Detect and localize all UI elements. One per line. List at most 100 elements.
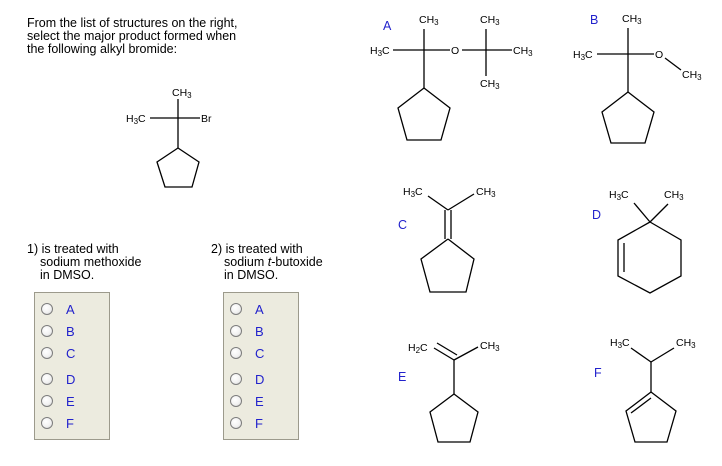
structure-a-tbutyl-methyl-right: CH3 <box>513 45 533 58</box>
structure-a-tbutyl-methyl-top: CH3 <box>480 14 500 27</box>
structure-b-oxygen: O <box>655 49 663 61</box>
structure-f-methyl-left: H3C <box>610 337 630 350</box>
structure-a-ring <box>397 87 451 141</box>
structure-c-methyl-left: H3C <box>403 186 423 199</box>
q1-option-e[interactable]: E <box>41 391 75 411</box>
structure-c-right-methyl-bond <box>447 193 475 211</box>
structure-f-left-methyl-bond <box>630 347 652 363</box>
structure-b-label: B <box>590 13 598 27</box>
q2-radio-b[interactable] <box>230 325 242 337</box>
question-2-line-2: sodium t-butoxide <box>211 256 323 269</box>
q1-option-f-label: F <box>66 415 74 431</box>
structure-b: B CH3 H3C O CH3 <box>573 13 702 144</box>
structure-a: A CH3 H3C O CH3 CH3 CH3 <box>370 14 533 141</box>
q1-option-c[interactable]: C <box>41 343 75 363</box>
q2-option-e-label: E <box>255 393 264 409</box>
q2-option-d[interactable]: D <box>230 369 264 389</box>
question-2-reagent-prefix: sodium <box>224 255 268 269</box>
structure-e: E H2C CH3 <box>398 340 500 443</box>
question-2-line-3: in DMSO. <box>224 268 279 282</box>
question-1-line-1: 1) is treated with <box>27 242 119 256</box>
q1-radio-c[interactable] <box>41 347 53 359</box>
structure-f-methyl-right: CH3 <box>676 337 696 350</box>
structure-f-right-methyl-bond <box>650 347 675 363</box>
q1-option-b-label: B <box>66 323 75 339</box>
structure-e-methylene: H2C <box>408 342 428 355</box>
q1-option-d-label: D <box>66 371 76 387</box>
q2-option-f[interactable]: F <box>230 413 263 433</box>
structure-b-ring <box>601 91 655 144</box>
structure-c-label: C <box>398 218 407 232</box>
q2-radio-c[interactable] <box>230 347 242 359</box>
q2-option-f-label: F <box>255 415 263 431</box>
structure-c: C H3C CH3 <box>398 186 496 293</box>
bromide-top-methyl: CH3 <box>172 87 192 100</box>
structure-d: D H3C CH3 <box>592 189 684 294</box>
structure-d-methyl-right: CH3 <box>664 189 684 202</box>
structure-a-oxygen: O <box>451 45 459 57</box>
structure-f-ring <box>625 391 677 443</box>
q1-radio-b[interactable] <box>41 325 53 337</box>
structure-a-methyl-left: H3C <box>370 45 390 58</box>
prompt-line-1: From the list of structures on the right… <box>27 16 238 30</box>
structure-e-methyl: CH3 <box>480 340 500 353</box>
q2-option-e[interactable]: E <box>230 391 264 411</box>
prompt-line-2: select the major product formed when <box>27 29 237 43</box>
structure-d-right-methyl-bond <box>649 203 669 223</box>
question-1-line-3: in DMSO. <box>40 268 95 282</box>
q2-option-c-label: C <box>255 345 265 361</box>
question-2-reagent-italic: t <box>267 255 272 269</box>
structure-f: F H3C CH3 <box>594 337 696 443</box>
question-2-reagent-suffix: -butoxide <box>271 255 323 269</box>
q1-radio-f[interactable] <box>41 417 53 429</box>
q1-radio-a[interactable] <box>41 303 53 315</box>
bromide-cyclopentane-ring <box>156 147 200 188</box>
question-1-text: 1) is treated with sodium methoxide in D… <box>27 243 141 282</box>
structure-e-ring <box>429 393 479 443</box>
structure-b-methoxy-bond <box>664 57 682 71</box>
structure-e-methyl-bond <box>453 346 479 361</box>
alkyl-bromide-structure: CH3 H3C Br <box>126 87 212 188</box>
structure-a-tbutyl-methyl-bottom: CH3 <box>480 78 500 91</box>
structure-e-double-bond-1 <box>433 347 455 361</box>
structure-c-methyl-right: CH3 <box>476 186 496 199</box>
structure-b-methoxy-methyl: CH3 <box>682 69 702 82</box>
structure-f-ring-double-bond <box>630 397 652 414</box>
q2-radio-a[interactable] <box>230 303 242 315</box>
structure-d-label: D <box>592 208 601 222</box>
question-2-choice-panel: A B C D E F <box>223 292 299 440</box>
q1-option-b[interactable]: B <box>41 321 75 341</box>
q2-option-a[interactable]: A <box>230 299 264 319</box>
q1-option-d[interactable]: D <box>41 369 75 389</box>
question-prompt: From the list of structures on the right… <box>27 17 297 56</box>
structure-b-methyl-top: CH3 <box>622 13 642 26</box>
structure-e-label: E <box>398 370 406 384</box>
bromide-bromine: Br <box>201 113 212 125</box>
q2-radio-e[interactable] <box>230 395 242 407</box>
q2-option-c[interactable]: C <box>230 343 264 363</box>
structure-b-methyl-left: H3C <box>573 49 593 62</box>
structure-d-left-methyl-bond <box>633 202 651 223</box>
q1-option-e-label: E <box>66 393 75 409</box>
q2-option-b-label: B <box>255 323 264 339</box>
structure-c-ring <box>420 238 475 293</box>
q2-radio-f[interactable] <box>230 417 242 429</box>
structure-a-methyl-top: CH3 <box>419 14 439 27</box>
structure-c-left-methyl-bond <box>427 195 449 211</box>
q1-option-f[interactable]: F <box>41 413 74 433</box>
structure-d-methyl-left: H3C <box>609 189 629 202</box>
q2-option-b[interactable]: B <box>230 321 264 341</box>
q1-option-a[interactable]: A <box>41 299 75 319</box>
question-1-choice-panel: A B C D E F <box>34 292 110 440</box>
q1-option-c-label: C <box>66 345 76 361</box>
structure-d-ring <box>617 221 682 294</box>
q2-radio-d[interactable] <box>230 373 242 385</box>
structure-f-label: F <box>594 366 602 380</box>
q1-option-a-label: A <box>66 301 75 317</box>
question-2-line-1: 2) is treated with <box>211 242 303 256</box>
structure-a-label: A <box>383 19 392 33</box>
q1-radio-d[interactable] <box>41 373 53 385</box>
q1-radio-e[interactable] <box>41 395 53 407</box>
